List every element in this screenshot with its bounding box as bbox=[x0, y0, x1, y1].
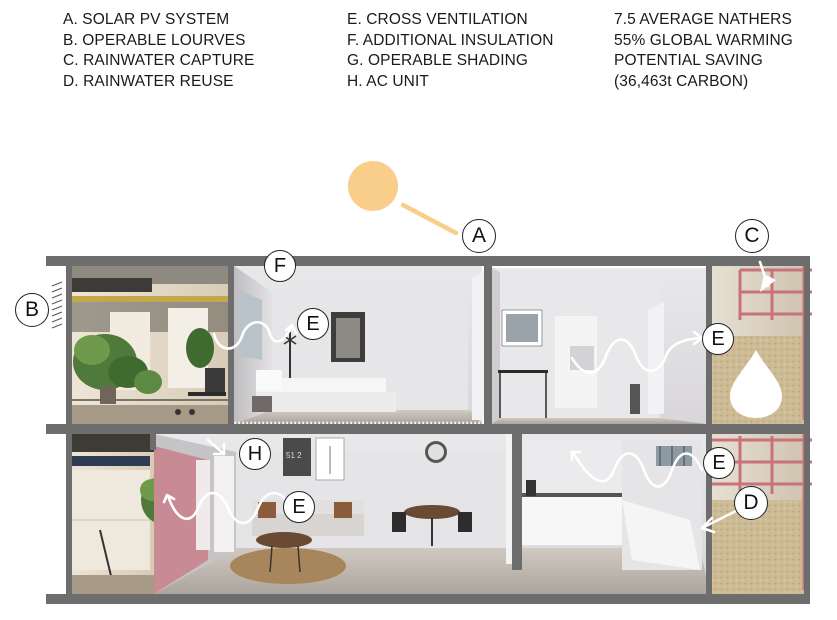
legend-column-features-2: E. CROSS VENTILATION F. ADDITIONAL INSUL… bbox=[347, 10, 554, 92]
legend-item-e: E. CROSS VENTILATION bbox=[347, 11, 528, 28]
marker-e-ventilation-bedroom: E bbox=[297, 308, 329, 340]
water-drop-icon bbox=[730, 350, 782, 418]
marker-e-ventilation-ensuite: E bbox=[702, 323, 734, 355]
upper-balcony bbox=[66, 266, 232, 424]
stat-potential-saving: POTENTIAL SAVING bbox=[614, 52, 763, 69]
legend-item-d: D. RAINWATER REUSE bbox=[63, 72, 234, 90]
legend-column-stats: 7.5 AVERAGE NATHERS 55% GLOBAL WARMING P… bbox=[614, 10, 793, 92]
operable-louvres bbox=[51, 281, 63, 329]
building-frame bbox=[66, 256, 810, 604]
marker-h-ac-unit: H bbox=[239, 438, 271, 470]
living-room: 51 2 bbox=[154, 434, 710, 594]
lower-balcony bbox=[66, 434, 185, 594]
capture-arrow-head bbox=[760, 274, 776, 292]
bedroom bbox=[234, 266, 488, 424]
marker-e-ventilation-living: E bbox=[283, 491, 315, 523]
legend-item-f: F. ADDITIONAL INSULATION bbox=[347, 31, 554, 49]
legend-item-h: H. AC UNIT bbox=[347, 72, 429, 90]
marker-d-rainwater-reuse: D bbox=[734, 486, 768, 520]
marker-b-louvres: B bbox=[15, 293, 49, 327]
sun-icon bbox=[348, 161, 398, 211]
marker-a-solar-pv: A bbox=[462, 219, 496, 253]
sun-ray-line bbox=[400, 202, 459, 236]
legend-item-g: G. OPERABLE SHADING bbox=[347, 52, 529, 69]
stat-carbon: (36,463t CARBON) bbox=[614, 72, 749, 90]
marker-c-rainwater-capture: C bbox=[735, 219, 769, 253]
ensuite-room bbox=[492, 268, 706, 424]
legend-column-features-1: A. SOLAR PV SYSTEM B. OPERABLE LOURVES C… bbox=[63, 10, 254, 92]
legend-item-a: A. SOLAR PV SYSTEM bbox=[63, 11, 230, 28]
legend-item-b: B. OPERABLE LOURVES bbox=[63, 31, 246, 49]
marker-f-insulation: F bbox=[264, 250, 296, 282]
stat-nathers: 7.5 AVERAGE NATHERS bbox=[614, 11, 792, 28]
poster-text: 51 2 bbox=[286, 451, 302, 460]
legend-item-c: C. RAINWATER CAPTURE bbox=[63, 52, 255, 69]
stat-global-warming: 55% GLOBAL WARMING bbox=[614, 31, 793, 49]
marker-e-ventilation-kitchen: E bbox=[703, 447, 735, 479]
